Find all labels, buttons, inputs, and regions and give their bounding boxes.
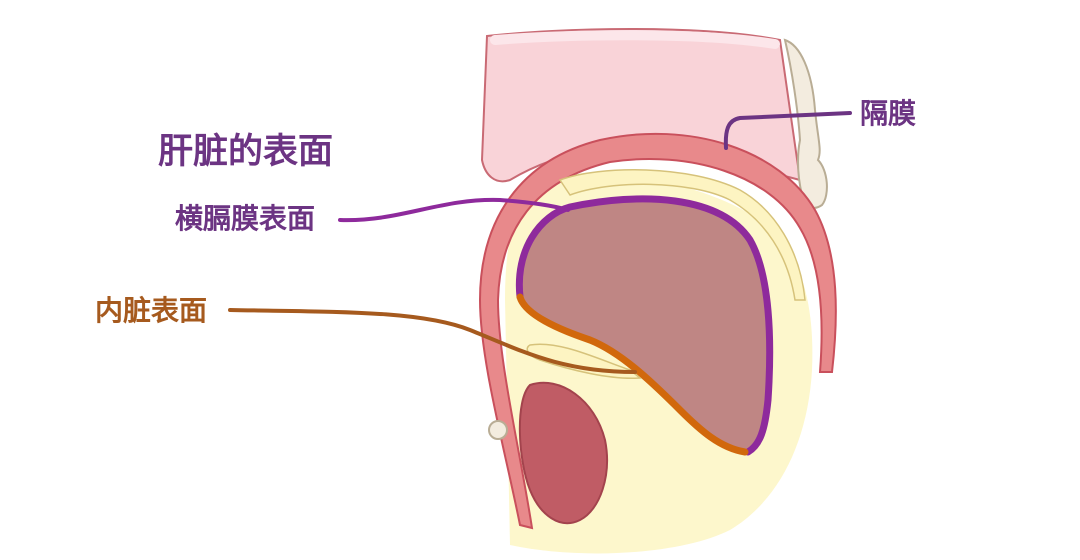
diaphragm-muscle xyxy=(478,132,837,530)
diaphragm-leader-line xyxy=(723,111,852,150)
diaphragm-label: 隔膜 xyxy=(860,97,916,130)
diaphragmatic-surface-label: 横膈膜表面 xyxy=(175,202,315,235)
liver xyxy=(519,198,770,453)
rib-dot xyxy=(488,420,508,440)
visceral-surface-label: 内脏表面 xyxy=(95,294,207,327)
visceral-surface-line xyxy=(516,293,749,456)
diaphragmatic-surface-leader-line xyxy=(338,197,570,223)
diagram-title: 肝脏的表面 xyxy=(158,132,333,172)
diaphragmatic-surface-line xyxy=(515,195,774,456)
vertebra xyxy=(783,38,828,209)
fat-cap xyxy=(558,169,806,301)
lung-highlight xyxy=(490,30,780,49)
kidney xyxy=(518,381,609,525)
visceral-surface-leader-line xyxy=(228,308,637,374)
